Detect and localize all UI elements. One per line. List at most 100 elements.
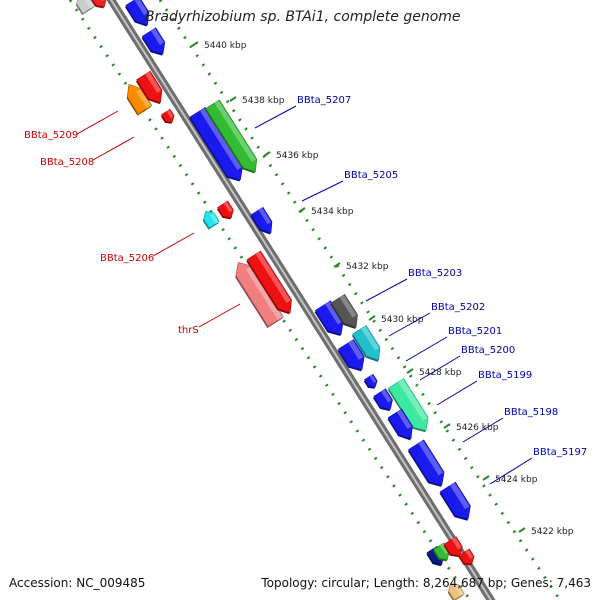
- scale-tick: [368, 315, 376, 321]
- scale-tick: [263, 151, 271, 157]
- gene-arrow[interactable]: [337, 339, 370, 377]
- scale-tick: [518, 527, 526, 533]
- gene-label-forward[interactable]: BBta_5202: [431, 302, 485, 313]
- gene-arrow-body: [136, 70, 163, 103]
- scale-tick-label: 5434 kbp: [311, 207, 354, 217]
- gene-arrow-body: [250, 206, 273, 234]
- gene-arrow[interactable]: [314, 300, 349, 341]
- gene-label-leader-forward: [419, 355, 461, 381]
- gene-arrow-body: [76, 0, 96, 14]
- gene-arrow[interactable]: [351, 325, 386, 367]
- gene-arrow[interactable]: [407, 439, 450, 492]
- gene-label-reverse[interactable]: BBta_5209: [24, 130, 78, 141]
- gene-label-forward[interactable]: BBta_5200: [461, 345, 515, 356]
- gene-label-reverse[interactable]: BBta_5206: [100, 253, 154, 264]
- scale-tick-label: 5436 kbp: [276, 151, 319, 161]
- gene-arrow-body: [125, 0, 150, 26]
- gene-label-reverse[interactable]: thrS: [178, 325, 199, 336]
- genome-summary: Topology: circular; Length: 8,264,687 bp…: [261, 576, 591, 590]
- gene-arrow-highlight: [451, 537, 462, 550]
- scale-tick: [443, 423, 451, 429]
- gene-arrow-highlight: [450, 482, 470, 510]
- gene-arrow-highlight: [418, 440, 444, 476]
- gene-label-forward[interactable]: BBta_5207: [297, 95, 351, 106]
- gene-arrow-body: [388, 378, 429, 432]
- gene-arrow-highlight: [439, 543, 449, 555]
- gene-arrow[interactable]: [372, 388, 396, 415]
- gene-arrow-body: [387, 408, 413, 440]
- gene-arrow[interactable]: [250, 206, 278, 238]
- gene-arrow[interactable]: [141, 27, 170, 60]
- scale-tick-label: 5422 kbp: [531, 527, 574, 537]
- gene-arrow-highlight: [223, 201, 233, 213]
- gene-arrow-body: [217, 200, 234, 219]
- gene-label-leader-forward: [489, 457, 533, 485]
- gene-label-leader-forward: [436, 380, 478, 406]
- gene-arrow[interactable]: [387, 378, 434, 438]
- gene-arrow-body: [352, 325, 381, 361]
- gene-arrow[interactable]: [229, 258, 284, 329]
- gene-arrow[interactable]: [216, 200, 236, 223]
- scale-tick: [191, 41, 199, 47]
- genome-title: Bradyrhizobium sp. BTAi1, complete genom…: [145, 9, 461, 25]
- gene-arrow[interactable]: [160, 108, 177, 126]
- gene-arrow-body: [337, 339, 365, 371]
- gene-arrow[interactable]: [199, 208, 220, 230]
- scale-tick: [333, 262, 341, 268]
- gene-label-forward[interactable]: BBta_5199: [478, 370, 532, 381]
- gene-label-leader-reverse: [76, 110, 119, 135]
- gene-arrow-body: [330, 293, 358, 328]
- scale-tick: [482, 475, 490, 481]
- gene-arrow-body: [246, 250, 292, 314]
- gene-label-leader-forward: [405, 336, 448, 362]
- gene-arrow[interactable]: [72, 0, 96, 15]
- gene-arrow-highlight: [166, 109, 174, 118]
- gene-arrow-body: [408, 439, 445, 486]
- gene-arrow[interactable]: [458, 548, 477, 569]
- scale-tick-label: 5440 kbp: [204, 41, 247, 51]
- gene-arrow-highlight: [348, 340, 364, 360]
- gene-arrow[interactable]: [363, 373, 380, 391]
- gene-arrow[interactable]: [135, 70, 167, 108]
- gene-label-forward[interactable]: BBta_5201: [448, 326, 502, 337]
- outer-forward-lane: [158, 0, 562, 600]
- gene-arrow-highlight: [465, 549, 474, 560]
- gene-arrow[interactable]: [444, 580, 465, 600]
- gene-arrow-highlight: [214, 100, 256, 163]
- gene-label-forward[interactable]: BBta_5203: [408, 268, 462, 279]
- gene-arrow[interactable]: [121, 80, 153, 116]
- gene-arrow-highlight: [245, 266, 283, 321]
- gene-arrow[interactable]: [330, 293, 364, 333]
- gene-arrow[interactable]: [439, 481, 476, 525]
- gene-arrow-highlight: [136, 89, 151, 109]
- gene-label-forward[interactable]: BBta_5198: [504, 407, 558, 418]
- scale-tick-label: 5426 kbp: [456, 423, 499, 433]
- gene-arrow-body: [161, 108, 175, 123]
- gene-arrow[interactable]: [124, 0, 154, 31]
- gene-label-leader-reverse: [198, 303, 241, 328]
- scale-tick: [229, 96, 237, 102]
- scale-tick-label: 5428 kbp: [419, 368, 462, 378]
- gene-arrow-highlight: [454, 585, 464, 597]
- gene-arrow[interactable]: [387, 408, 418, 445]
- gene-arrow[interactable]: [443, 536, 466, 561]
- gene-arrow-body: [141, 27, 166, 55]
- gene-arrow-highlight: [134, 0, 149, 16]
- gene-label-forward[interactable]: BBta_5205: [344, 170, 398, 181]
- gene-arrow-highlight: [209, 213, 219, 225]
- gene-label-leader-forward: [388, 312, 431, 337]
- gene-arrow[interactable]: [189, 106, 249, 186]
- gene-arrow[interactable]: [89, 0, 109, 12]
- scale-tick: [298, 207, 306, 213]
- gene-label-forward[interactable]: BBta_5197: [533, 447, 587, 458]
- scale-tick-label: 5424 kbp: [495, 475, 538, 485]
- gene-arrow-highlight: [255, 251, 291, 304]
- gene-arrow[interactable]: [205, 99, 263, 178]
- gene-arrow-body: [90, 0, 107, 8]
- gene-label-reverse[interactable]: BBta_5208: [40, 157, 94, 168]
- gene-label-leader-forward: [254, 105, 297, 129]
- gene-arrow-highlight: [199, 107, 242, 170]
- gene-arrow-highlight: [150, 28, 165, 46]
- gene-arrow[interactable]: [246, 250, 298, 319]
- gene-label-leader-forward: [365, 278, 408, 302]
